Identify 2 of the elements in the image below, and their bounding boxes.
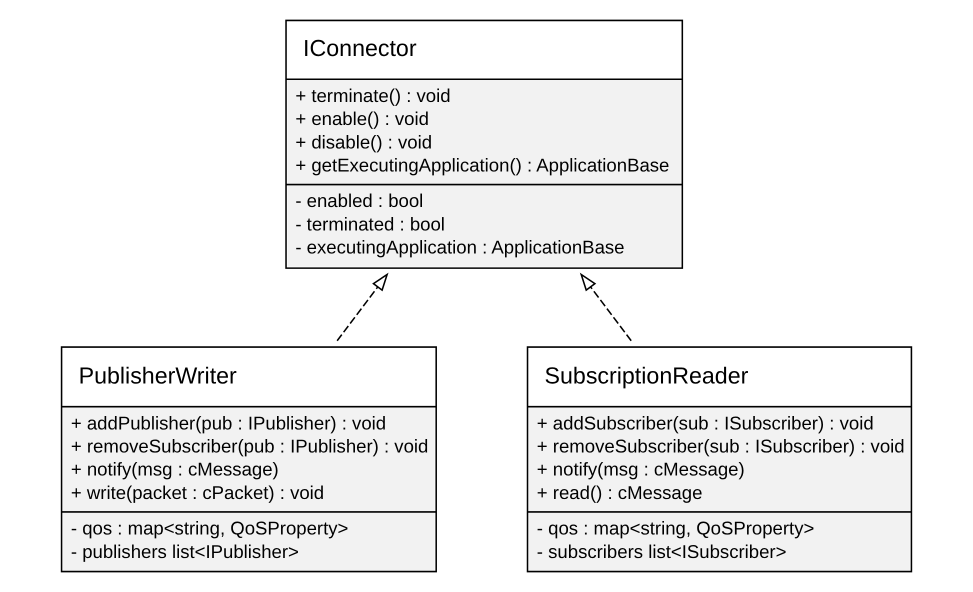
arrow [580, 272, 632, 342]
arrow [336, 272, 389, 342]
